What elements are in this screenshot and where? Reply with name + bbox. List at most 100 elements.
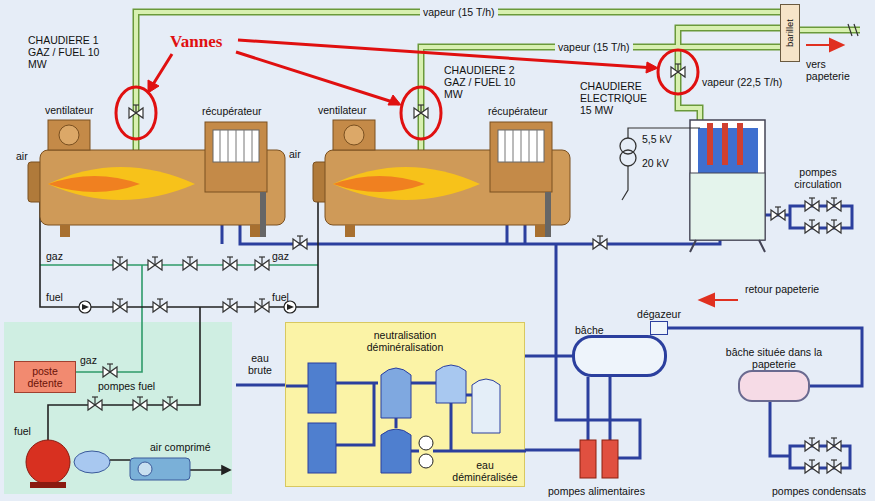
electric-boiler-part [671, 64, 685, 77]
equipment-heading: CHAUDIERE 1 GAZ / FUEL 10 MW [28, 34, 108, 70]
part-label: air [16, 150, 28, 162]
node-text: bâche [575, 324, 604, 336]
part-label: fuel [14, 425, 31, 437]
valves-pumps-part [805, 198, 819, 211]
callout-title: Vannes [170, 32, 222, 52]
feed-pumps [580, 440, 618, 478]
valves-pumps-part [113, 299, 127, 312]
part-label: ventilateur [45, 104, 93, 116]
part-label: gaz [272, 250, 289, 262]
part-label: gaz [80, 354, 97, 366]
fuel-tank-compressor-part [74, 451, 110, 473]
electric-boiler-part [737, 123, 743, 165]
part-label: récupérateur [488, 105, 548, 117]
plant-illustration-part [313, 120, 570, 237]
fuel-tank-compressor-part [130, 458, 190, 480]
feed-pumps-part [580, 440, 596, 478]
node-text: dégazeur [637, 308, 681, 320]
valves-pumps-part [827, 220, 841, 233]
valves-pumps-part [805, 438, 819, 451]
valves-pumps-part [827, 438, 841, 451]
plant-illustration-part [28, 120, 285, 237]
part-label: pompes alimentaires [548, 485, 645, 497]
return-arrow [700, 294, 738, 306]
part-label: vapeur (15 T/h) [555, 41, 633, 53]
electric-boiler-part [722, 123, 728, 165]
fuel-tank-compressor-part [26, 440, 70, 484]
part-label: vapeur (15 T/h) [420, 6, 498, 18]
valves-pumps-part [805, 220, 819, 233]
demineralisation-equipment-part [381, 368, 411, 418]
part-label: vapeur (22,5 T/h) [702, 76, 782, 88]
pressure-station-box: poste détente [14, 361, 76, 393]
valve-callouts [116, 40, 698, 139]
valves-pumps-part [255, 257, 269, 270]
steam-lines-part [806, 39, 843, 51]
feed-water-pipes-part [770, 402, 850, 468]
demineralisation-equipment-part [436, 365, 466, 403]
valves-pumps-part [223, 257, 237, 270]
demineralisation-equipment-part [308, 363, 336, 413]
part-label: air [289, 148, 301, 160]
node-text: barillet [784, 19, 796, 47]
valves-pumps-part [88, 397, 102, 410]
demineralisation-equipment-part [419, 454, 433, 468]
part-label: fuel [46, 291, 63, 303]
part-label: 20 kV [642, 157, 669, 169]
part-label: vers papeterie [806, 58, 868, 82]
electric-boiler-part [620, 150, 636, 166]
demineralisation-equipment-part [419, 436, 433, 450]
valves-pumps-part [827, 198, 841, 211]
electric-boiler-part [622, 128, 700, 200]
fuel-tank-compressor-part [138, 462, 152, 476]
steam-lines-part [848, 24, 858, 36]
valves-pumps-part [113, 257, 127, 270]
valves-pumps-part [771, 207, 785, 220]
valves-pumps-part [223, 299, 237, 312]
equipment-heading: CHAUDIERE ELECTRIQUE 15 MW [580, 80, 660, 116]
electric-boiler-part [707, 123, 713, 165]
part-label: pompes condensats [772, 485, 866, 497]
gas-fuel-lines-part [222, 466, 230, 474]
part-label: gaz [46, 250, 63, 262]
part-label: pompes fuel [98, 380, 155, 392]
valves-pumps-part [163, 397, 177, 410]
demineralisation-equipment-part [381, 429, 411, 473]
valves-pumps-part [805, 460, 819, 473]
part-label: retour papeterie [745, 283, 819, 295]
plant-illustration-part [129, 105, 143, 118]
electric-boiler-part [690, 240, 765, 252]
part-label: air comprimé [150, 441, 211, 453]
part-label: 5,5 kV [642, 133, 672, 145]
electric-boiler-part [690, 173, 765, 240]
fuel-tank-compressor-part [30, 482, 66, 488]
node-text: poste détente [15, 362, 75, 392]
part-label: eau brute [238, 352, 282, 376]
valves-pumps-part [153, 299, 167, 312]
node-text: neutralisation déminéralisation [340, 329, 470, 353]
valve-callouts-part [116, 87, 156, 139]
deaerator-box: dégazeur [650, 321, 668, 335]
valves-pumps-part [79, 301, 91, 313]
part-label: ventilateur [318, 104, 366, 116]
valves-pumps-part [183, 257, 197, 270]
valve-callouts-part [152, 40, 655, 104]
part-label: récupérateur [202, 105, 262, 117]
valve-callouts-part [658, 50, 698, 94]
part-label: eau déminéralisée [446, 459, 524, 483]
gas-fuel-lines-part [40, 265, 318, 372]
electric-boiler-part [690, 120, 765, 240]
valves-pumps-part [148, 257, 162, 270]
valves-pumps-part [133, 397, 147, 410]
node-text: bâche située dans la papeterie [722, 346, 826, 370]
gas-fuel-lines-part [4, 322, 232, 494]
valves-pumps-part [293, 236, 307, 249]
part-label: fuel [272, 291, 289, 303]
gas-fuel-lines [4, 202, 318, 494]
plant-illustration-part [414, 105, 428, 118]
valve-callouts-part [401, 87, 441, 139]
pipe-connector [525, 355, 572, 358]
equipment-heading: CHAUDIERE 2 GAZ / FUEL 10 MW [444, 64, 524, 100]
